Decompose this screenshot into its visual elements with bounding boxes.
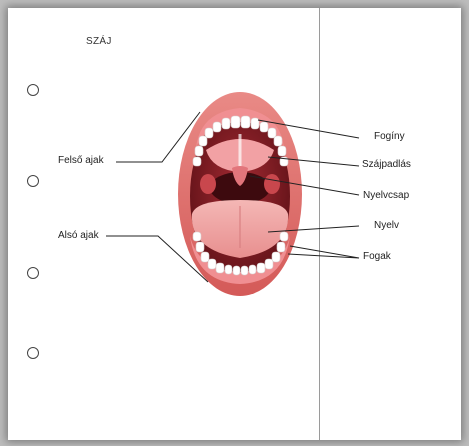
- tonsil-right: [264, 174, 280, 194]
- label-lower-lip: Alsó ajak: [58, 230, 99, 241]
- label-teeth: Fogak: [363, 251, 391, 262]
- label-gum: Fogíny: [374, 131, 405, 142]
- label-tongue: Nyelv: [374, 220, 399, 231]
- label-uvula: Nyelvcsap: [363, 190, 409, 201]
- label-palate: Szájpadlás: [362, 159, 411, 170]
- label-upper-lip: Felső ajak: [58, 155, 104, 166]
- tonsil-left: [200, 174, 216, 194]
